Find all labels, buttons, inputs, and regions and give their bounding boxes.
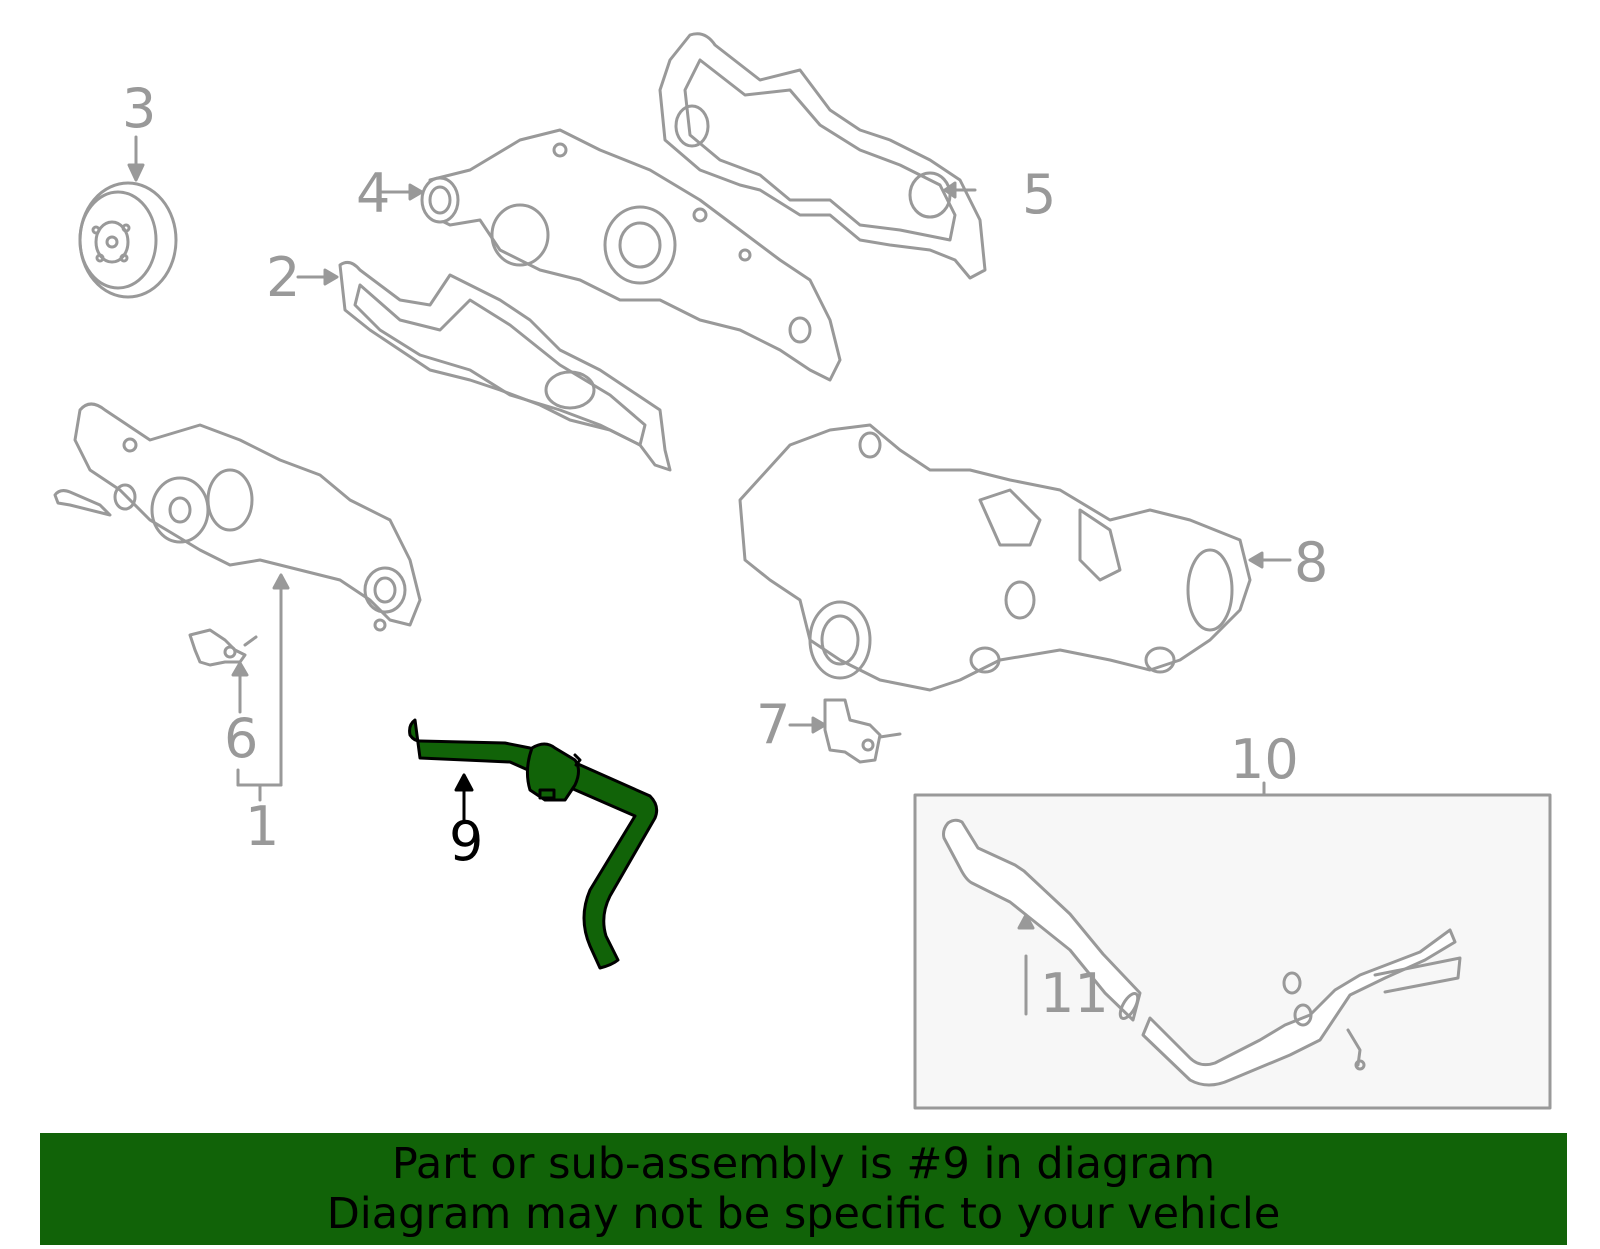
pulley-part-3 [78,181,178,299]
callout-6[interactable]: 6 [224,707,259,770]
callout-11[interactable]: 11 [1040,962,1109,1025]
inset-box-part-10 [913,781,1552,1110]
banner-disclaimer: Diagram may not be specific to your vehi… [326,1189,1281,1239]
hose-part-9 [408,718,659,970]
callout-3[interactable]: 3 [122,77,157,140]
info-banner: Part or sub-assembly is #9 in diagram Di… [40,1133,1567,1245]
callout-7[interactable]: 7 [756,693,791,756]
callout-4[interactable]: 4 [356,162,391,225]
callout-9[interactable]: 9 [449,810,484,873]
callout-2[interactable]: 2 [266,246,301,309]
callout-5[interactable]: 5 [1022,163,1057,226]
banner-part-notice: Part or sub-assembly is #9 in diagram [391,1139,1216,1189]
callout-10[interactable]: 10 [1230,728,1299,791]
callout-1[interactable]: 1 [245,795,280,858]
callout-8[interactable]: 8 [1294,531,1329,594]
